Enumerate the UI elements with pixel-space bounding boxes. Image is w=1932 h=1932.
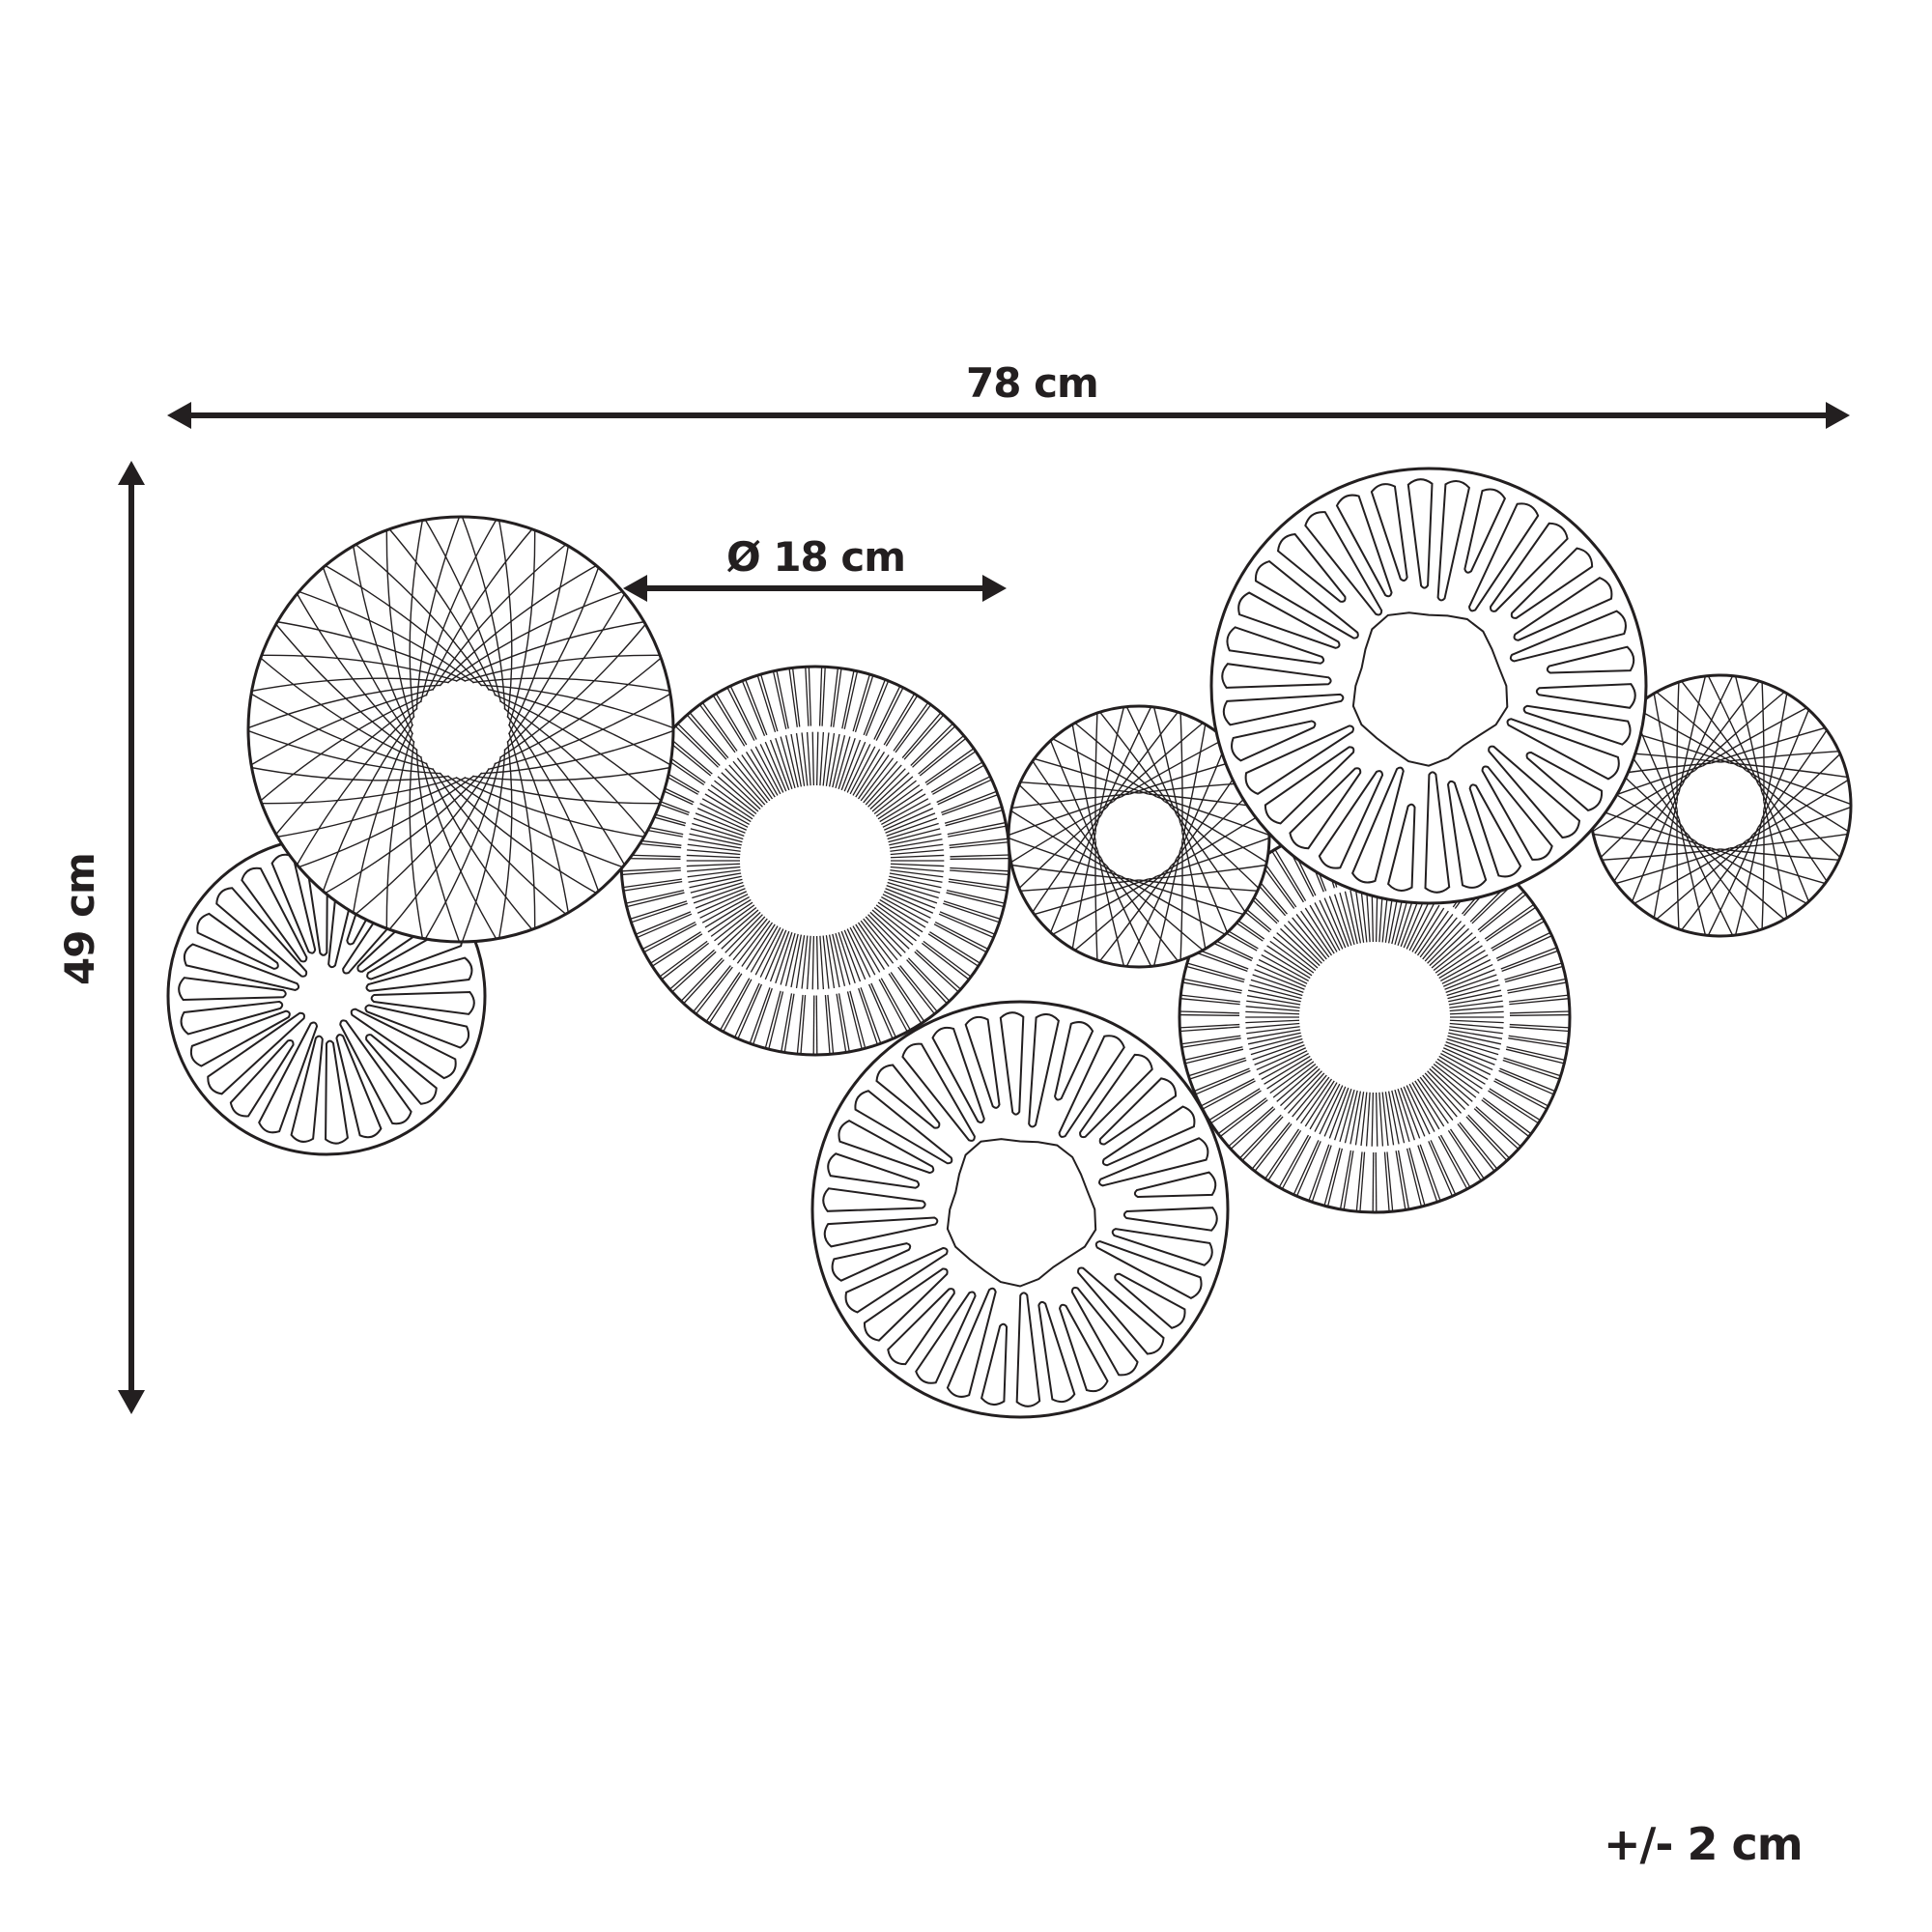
wall-decor-plates bbox=[166, 467, 1853, 1419]
plate-radial-G bbox=[1178, 820, 1572, 1214]
plate-slotted-H bbox=[810, 1000, 1230, 1419]
tolerance-label: +/- 2 cm bbox=[1604, 1818, 1804, 1870]
plate-radial-B bbox=[619, 665, 1011, 1057]
diameter-arrow bbox=[623, 575, 1007, 602]
width-dimension-label: 78 cm bbox=[966, 359, 1099, 407]
height-dimension-label: 49 cm bbox=[56, 853, 103, 985]
dimension-arrows bbox=[118, 402, 1850, 1414]
plate-spirograph-D bbox=[1007, 704, 1271, 969]
width-arrow bbox=[167, 402, 1850, 429]
diameter-dimension-label: Ø 18 cm bbox=[726, 533, 906, 581]
plate-slotted-E bbox=[1209, 467, 1648, 905]
plate-spirograph-A bbox=[246, 515, 675, 944]
height-arrow bbox=[118, 461, 145, 1414]
